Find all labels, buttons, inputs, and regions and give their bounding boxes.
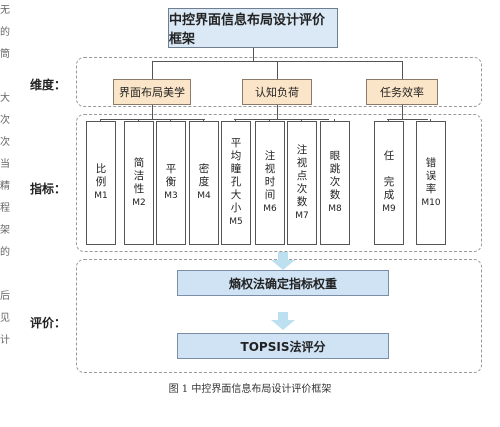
indicator-box: 注 视 点 次 数 M7: [287, 121, 317, 245]
indicator-label: 注 视 时 间: [264, 150, 276, 201]
dimension-box-task-efficiency: 任务效率: [366, 79, 438, 105]
figure-caption: 图 1 中控界面信息布局设计评价框架: [168, 384, 332, 395]
indicator-text: 注 视 点 次 数 M7: [288, 122, 316, 244]
indicator-label: 平 衡: [165, 163, 177, 188]
connector: [235, 119, 236, 122]
indicator-row-label: 指标：: [30, 182, 67, 196]
indicator-label: 密 度: [198, 163, 210, 188]
side-char: 精: [0, 181, 10, 192]
framework-title-box: 中控界面信息布局设计评价框架: [168, 8, 338, 48]
side-char: [0, 264, 10, 286]
indicator-text: 平 均 瞳 孔 大 小 M5: [222, 122, 250, 244]
indicator-box: 眼 跳 次 数 M8: [320, 121, 350, 245]
indicator-label: 错 误 率: [425, 156, 437, 195]
indicator-box: 平 衡 M3: [156, 121, 186, 245]
indicator-box: 简 洁 性 M2: [124, 121, 154, 245]
connector: [269, 119, 270, 122]
connector: [100, 119, 101, 122]
indicator-text: 注 视 时 间 M6: [256, 122, 284, 244]
dimension-box-aesthetics: 界面布局美学: [113, 79, 191, 105]
indicator-code: M7: [295, 210, 309, 221]
dimension-region: [76, 57, 482, 107]
indicator-text: 眼 跳 次 数 M8: [321, 122, 349, 244]
connector: [152, 61, 153, 79]
connector: [234, 119, 329, 120]
connector: [301, 119, 302, 122]
side-char: 见: [0, 313, 10, 324]
indicator-label: 眼 跳 次 数: [329, 150, 341, 201]
connector: [402, 105, 403, 119]
indicator-text: 简 洁 性 M2: [125, 122, 153, 244]
indicator-box: 密 度 M4: [189, 121, 219, 245]
side-char: 次: [0, 137, 10, 148]
connector: [334, 119, 335, 122]
connector: [138, 119, 139, 122]
connector: [402, 61, 403, 79]
side-char: [0, 66, 10, 88]
topsis-score-box: TOPSIS法评分: [177, 333, 389, 359]
connector: [430, 119, 431, 122]
side-char: 计: [0, 335, 10, 346]
connector: [388, 119, 389, 122]
entropy-weight-label: 熵权法确定指标权重: [228, 276, 337, 291]
connector: [170, 119, 171, 122]
indicator-code: M1: [94, 191, 108, 201]
indicator-text: 平 衡 M3: [157, 122, 185, 244]
side-char: 架: [0, 225, 10, 236]
topsis-score-label: TOPSIS法评分: [240, 339, 326, 354]
indicator-box: 平 均 瞳 孔 大 小 M5: [221, 121, 251, 245]
side-char: 当: [0, 159, 10, 170]
connector: [253, 48, 254, 61]
indicator-label: 简 洁 性: [133, 156, 145, 195]
indicator-label: 注 视 点 次 数: [296, 143, 308, 208]
indicator-box: 任 完 成 M9: [374, 121, 404, 245]
framework-title: 中控界面信息布局设计评价框架: [169, 13, 326, 47]
side-char: 大: [0, 93, 10, 104]
dimension-label: 任务效率: [380, 86, 424, 99]
dimension-label: 认知负荷: [255, 86, 299, 99]
side-char: 的: [0, 247, 10, 258]
indicator-box: 注 视 时 间 M6: [255, 121, 285, 245]
indicator-code: M9: [382, 204, 396, 214]
indicator-code: M6: [263, 204, 277, 214]
indicator-label: 任 完 成: [383, 150, 395, 201]
connector: [152, 105, 153, 119]
side-char: 的: [0, 27, 10, 38]
connector: [277, 61, 278, 79]
side-char: 程: [0, 203, 10, 214]
indicator-code: M3: [164, 191, 178, 201]
indicator-text: 比 例 M1: [87, 122, 115, 244]
dimension-row-label: 维度：: [30, 78, 67, 92]
indicator-text: 密 度 M4: [190, 122, 218, 244]
side-char: 筒: [0, 49, 10, 60]
indicator-box: 错 误 率 M10: [416, 121, 446, 245]
indicator-text: 任 完 成 M9: [375, 122, 403, 244]
indicator-code: M4: [197, 191, 211, 201]
dimension-label: 界面布局美学: [119, 86, 185, 99]
entropy-weight-box: 熵权法确定指标权重: [177, 270, 389, 296]
indicator-code: M10: [421, 197, 441, 208]
indicator-code: M2: [132, 197, 146, 208]
evaluation-row-label: 评价：: [30, 316, 67, 330]
side-char: 次: [0, 115, 10, 126]
connector: [277, 105, 278, 119]
indicator-box: 比 例 M1: [86, 121, 116, 245]
down-arrow-icon: [271, 252, 295, 270]
side-char: 无: [0, 5, 10, 16]
indicator-code: M8: [328, 204, 342, 214]
indicator-region: [76, 114, 482, 252]
dimension-box-cognitive-load: 认知负荷: [242, 79, 312, 105]
connector: [387, 119, 428, 120]
indicator-label: 平 均 瞳 孔 大 小: [230, 137, 242, 214]
indicator-label: 比 例: [95, 163, 107, 188]
cropped-side-text: 无的筒 大次次当精程架的 后见计: [0, 0, 10, 427]
connector: [203, 119, 204, 122]
down-arrow-icon: [271, 312, 295, 330]
connector: [100, 119, 205, 120]
side-char: 后: [0, 291, 10, 302]
indicator-text: 错 误 率 M10: [417, 122, 445, 244]
indicator-code: M5: [229, 217, 243, 227]
